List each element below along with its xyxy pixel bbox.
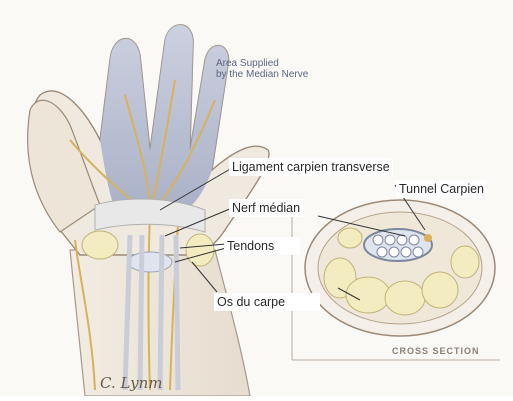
- artist-signature: C. Lynm: [100, 374, 163, 392]
- label-tendons: Tendons: [224, 237, 300, 255]
- area-supplied-line-1: Area Supplied: [216, 58, 356, 69]
- area-supplied-line-2: by the Median Nerve: [216, 69, 356, 80]
- area-supplied-caption: Area Supplied by the Median Nerve: [216, 58, 356, 80]
- label-os: Os du carpe: [214, 293, 320, 311]
- cross-section-caption: CROSS SECTION: [392, 346, 480, 356]
- label-tunnel: Tunnel Carpien: [396, 180, 487, 198]
- label-ligament: Ligament carpien transverse: [229, 158, 393, 176]
- label-nerf: Nerf médian: [229, 199, 303, 217]
